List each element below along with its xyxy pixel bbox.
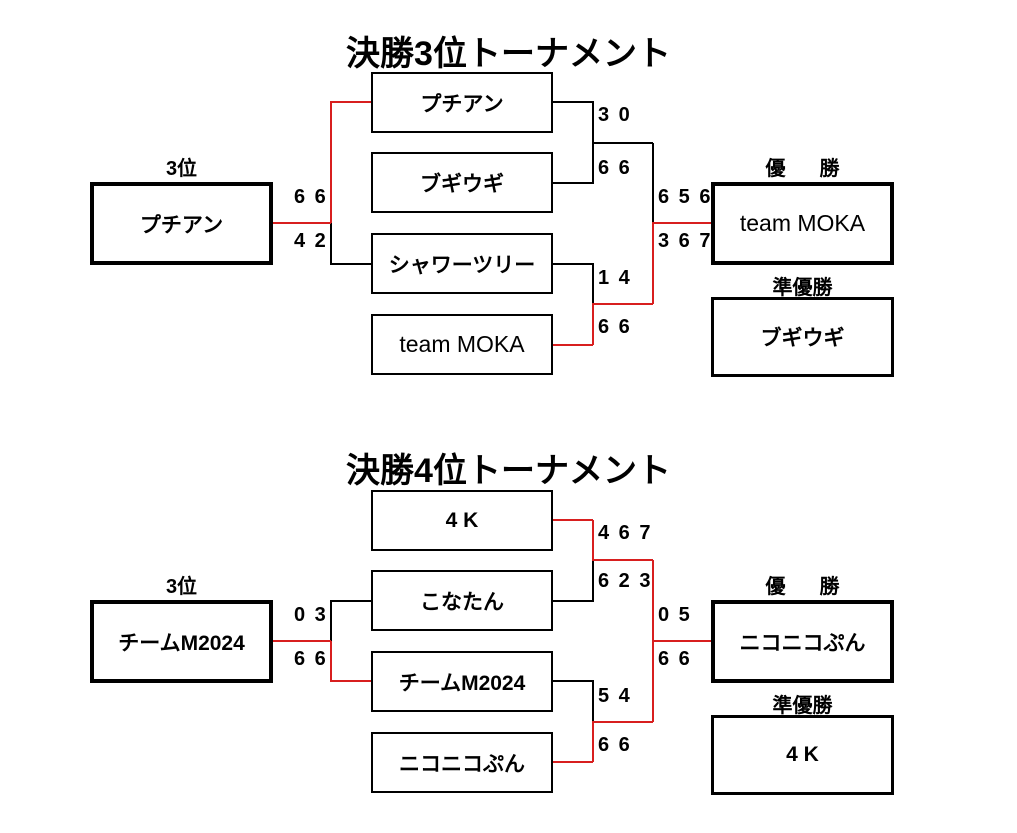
team-box-upper-4[interactable]: team MOKA: [371, 314, 553, 375]
runnerup-caption-lower: 準優勝: [772, 695, 833, 717]
seed-caption-lower: 3位: [165, 576, 198, 598]
seed-box-lower[interactable]: チームM2024: [90, 600, 273, 683]
champion-box-upper[interactable]: team MOKA: [711, 182, 894, 265]
champion-caption-lower: 優 勝: [765, 576, 847, 598]
team-box-lower-1[interactable]: 4 K: [371, 490, 553, 551]
champion-box-lower[interactable]: ニコニコぷん: [711, 600, 894, 683]
seed-score-bottom-lower: 6 6: [294, 648, 328, 670]
semifinal-2-score-top-lower: 5 4: [598, 685, 632, 707]
semifinal-1-score-bottom-upper: 6 6: [598, 157, 632, 179]
semifinal-2-score-bottom-upper: 6 6: [598, 316, 632, 338]
final-score-top-upper: 6 5 6: [658, 186, 713, 208]
runnerup-box-upper[interactable]: ブギウギ: [711, 297, 894, 377]
team-box-upper-2[interactable]: ブギウギ: [371, 152, 553, 213]
champion-caption-upper: 優 勝: [765, 158, 847, 180]
semifinal-1-score-top-upper: 3 0: [598, 104, 632, 126]
semifinal-2-score-top-upper: 1 4: [598, 267, 632, 289]
team-box-lower-2[interactable]: こなたん: [371, 570, 553, 631]
team-box-lower-4[interactable]: ニコニコぷん: [371, 732, 553, 793]
runnerup-box-lower[interactable]: 4 K: [711, 715, 894, 795]
semifinal-1-score-bottom-lower: 6 2 3: [598, 570, 653, 592]
seed-caption-upper: 3位: [165, 158, 198, 180]
seed-score-top-upper: 6 6: [294, 186, 328, 208]
team-box-upper-1[interactable]: プチアン: [371, 72, 553, 133]
final-score-top-lower: 0 5: [658, 604, 692, 626]
seed-score-top-lower: 0 3: [294, 604, 328, 626]
semifinal-2-score-bottom-lower: 6 6: [598, 734, 632, 756]
seed-score-bottom-upper: 4 2: [294, 230, 328, 252]
bracket-title-lower: 決勝4位トーナメント: [346, 452, 671, 490]
seed-box-upper[interactable]: プチアン: [90, 182, 273, 265]
team-box-lower-3[interactable]: チームM2024: [371, 651, 553, 712]
team-box-upper-3[interactable]: シャワーツリー: [371, 233, 553, 294]
runnerup-caption-upper: 準優勝: [772, 277, 833, 299]
semifinal-1-score-top-lower: 4 6 7: [598, 522, 653, 544]
final-score-bottom-lower: 6 6: [658, 648, 692, 670]
final-score-bottom-upper: 3 6 7: [658, 230, 713, 252]
bracket-title-upper: 決勝3位トーナメント: [346, 35, 671, 73]
